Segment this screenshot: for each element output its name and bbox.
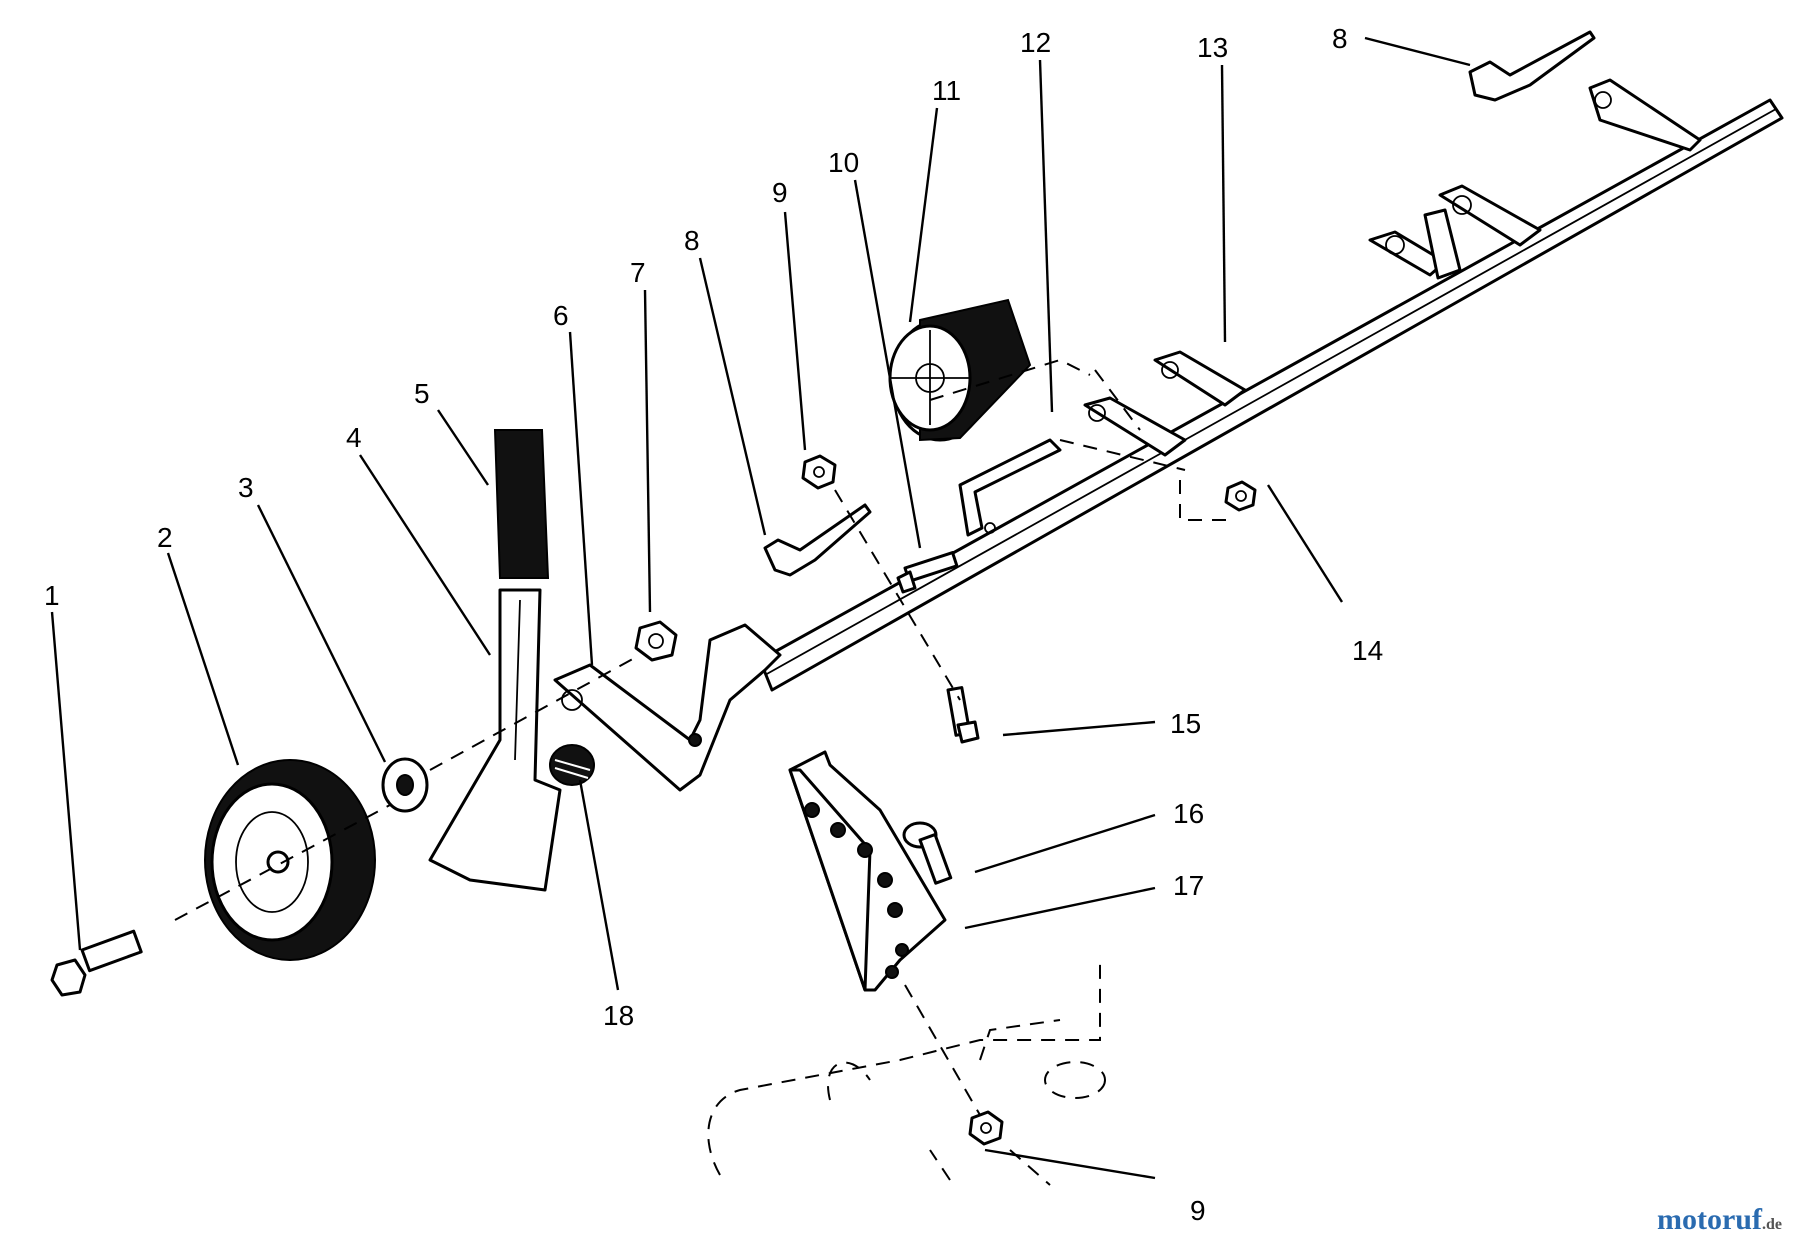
callout-1: 1 (44, 580, 60, 611)
callout-18: 18 (603, 1000, 634, 1031)
roller (888, 298, 1032, 442)
nut-14 (1224, 480, 1257, 512)
bolt-10 (896, 551, 959, 594)
assembly-axes (174, 369, 1141, 1116)
nut-7 (634, 620, 678, 662)
callout-12: 12 (1020, 27, 1051, 58)
callout-8-top: 8 (1332, 23, 1348, 54)
callout-9-bottom: 9 (1190, 1195, 1206, 1226)
callout-16: 16 (1173, 798, 1204, 829)
callout-17: 17 (1173, 870, 1204, 901)
bolt-1 (50, 929, 143, 997)
bolt-15 (946, 686, 980, 744)
clip-8-top (1468, 30, 1596, 102)
callout-4: 4 (346, 422, 362, 453)
callout-6: 6 (553, 300, 569, 331)
v-bracket (428, 588, 562, 892)
callout-11: 11 (932, 75, 961, 106)
leader-lines (50, 36, 1471, 1180)
callout-labels: 1 2 3 4 5 6 7 8 9 10 11 12 13 8 14 15 16… (44, 23, 1383, 1226)
callout-3: 3 (238, 472, 254, 503)
watermark-brand: motoruf (1657, 1203, 1762, 1236)
washer (381, 757, 429, 813)
callout-14: 14 (1352, 635, 1383, 666)
axle-bar (758, 98, 1784, 692)
callout-5: 5 (414, 378, 430, 409)
watermark-logo: motoruf.de (1657, 1203, 1782, 1237)
arm (553, 623, 782, 792)
callout-13: 13 (1197, 32, 1228, 63)
callout-10: 10 (828, 147, 859, 178)
nut-9-bottom (968, 1110, 1004, 1146)
mounting-plate (788, 750, 947, 992)
callout-8-middle: 8 (684, 225, 700, 256)
watermark-suffix: .de (1762, 1216, 1782, 1233)
callout-9-top: 9 (772, 177, 788, 208)
callout-15: 15 (1170, 708, 1201, 739)
clip-8-middle (763, 503, 872, 577)
bolt-16 (902, 821, 953, 885)
callout-7: 7 (630, 257, 646, 288)
l-pin (958, 438, 1062, 537)
wheel (204, 759, 376, 961)
pad (493, 429, 550, 579)
spring (549, 744, 595, 786)
nut-9-top (801, 454, 837, 490)
callout-2: 2 (157, 522, 173, 553)
axle-brackets (1083, 78, 1702, 457)
